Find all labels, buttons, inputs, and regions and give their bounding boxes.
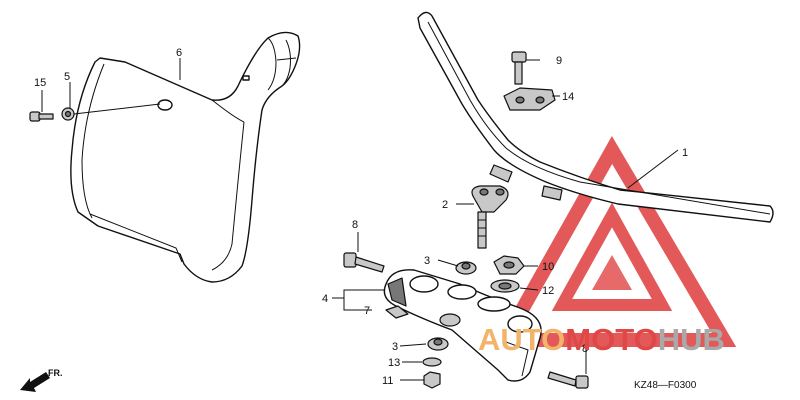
handlebar-part: [417, 11, 774, 223]
number-plate-part: [70, 31, 301, 283]
bolt-8-upper-part: [343, 252, 385, 273]
upper-holder-14-part: [503, 87, 556, 111]
callout-5: 5: [64, 71, 70, 83]
watermark-text: AUTOMOTOHUB: [478, 322, 725, 357]
callout-6: 6: [176, 47, 182, 59]
callout-7: 7: [364, 305, 370, 317]
diagram-code: KZ48—F0300: [634, 380, 697, 391]
callout-3-lower: 3: [392, 341, 398, 353]
callout-14: 14: [562, 91, 574, 103]
lower-holder-2-part: [471, 185, 509, 249]
clip-7-part: [385, 305, 409, 319]
rubber-3-upper-part: [455, 261, 477, 275]
callout-1: 1: [682, 147, 688, 159]
direction-label: FR.: [48, 368, 63, 378]
bolt-9-part: [511, 51, 527, 85]
bolt-8-lower-part: [547, 371, 589, 389]
callout-8-lower: 8: [582, 343, 588, 355]
rubber-3-lower-part: [427, 337, 449, 351]
callout-13: 13: [388, 357, 400, 369]
callout-4: 4: [322, 293, 328, 305]
callout-12: 12: [542, 285, 554, 297]
nut-11-part: [423, 371, 441, 389]
front-direction-indicator: FR.: [20, 368, 63, 392]
washer-12-part: [490, 279, 520, 293]
nut-10-part: [493, 255, 525, 275]
watermark-text-auto: AUTO: [478, 322, 565, 357]
callout-3-upper: 3: [424, 255, 430, 267]
callout-2: 2: [442, 199, 448, 211]
callout-labels: 1 2 3 3 4 5 6 7 8 8 9 10 11 12 13 14 15: [34, 47, 688, 387]
callout-11: 11: [382, 375, 393, 387]
callout-9: 9: [556, 55, 562, 67]
watermark-logo: [493, 135, 737, 347]
watermark-text-hub: HUB: [658, 322, 725, 357]
callout-8-upper: 8: [352, 219, 358, 231]
collar-5-part: [61, 107, 75, 121]
top-bridge-4-part: [383, 269, 542, 382]
bolt-15-part: [29, 111, 54, 122]
washer-13-part: [422, 357, 442, 367]
callout-15: 15: [34, 77, 46, 89]
callout-10: 10: [542, 261, 554, 273]
watermark-text-moto: MOTO: [565, 322, 657, 357]
direction-arrow-icon: [20, 372, 50, 392]
leader-lines: [41, 58, 679, 381]
